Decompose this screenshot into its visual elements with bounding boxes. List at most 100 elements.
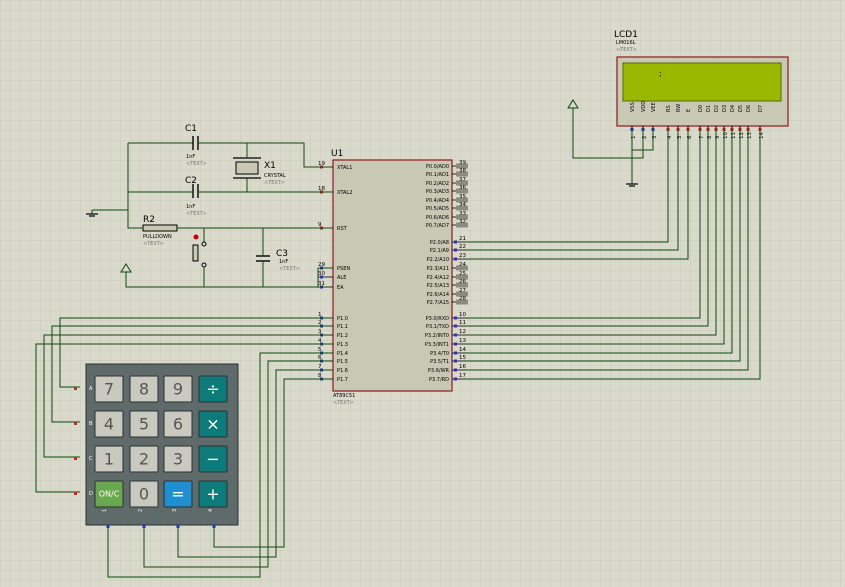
keypad-key-label: = <box>171 484 184 503</box>
r2-ref: R2 <box>143 215 155 225</box>
mcu-right-pin-number: 15 <box>459 355 466 361</box>
mcu-right-pin-number: 26 <box>459 279 466 285</box>
mcu-text: <TEXT> <box>333 400 354 406</box>
keypad-key[interactable] <box>129 375 159 403</box>
lcd-pin-number: 3 <box>652 135 658 139</box>
lcd-pin-label: RW <box>676 104 682 112</box>
mcu-right-pin-name: P2.3/A11 <box>427 266 449 272</box>
mcu-right-pin-name: P2.0/A8 <box>430 240 449 246</box>
c2-value: 1nF <box>186 204 195 210</box>
mcu-right-pin-name: P3.7/RD <box>429 377 449 383</box>
x1-crystal <box>235 161 259 175</box>
keypad-key[interactable] <box>129 445 159 473</box>
mcu-right-pin-name: P0.0/AD0 <box>426 164 449 170</box>
mcu-right-pin-name: P0.2/AD2 <box>426 181 449 187</box>
mcu-right-pin-stub <box>456 214 468 220</box>
c1-ref: C1 <box>185 124 197 134</box>
mcu-right-pin-name: P0.1/AD1 <box>426 172 449 178</box>
mcu-right-pin-marker <box>454 377 457 381</box>
mcu-left-pin-marker <box>320 275 323 279</box>
mcu-right-pin-name: P0.7/AD7 <box>426 223 449 229</box>
mcu-right-pin-name: P0.3/AD3 <box>426 189 449 195</box>
keypad-key[interactable] <box>163 410 193 438</box>
lcd-screen-char: ; <box>659 69 662 78</box>
keypad-key[interactable] <box>198 480 228 508</box>
mcu-right-pin-name: P0.5/AD5 <box>426 206 449 212</box>
lcd-pin-label: RS <box>666 105 672 112</box>
keypad-key[interactable] <box>129 480 159 508</box>
mcu-right-pin-marker <box>454 257 457 261</box>
lcd-pin-label: VEE <box>651 102 657 112</box>
mcu-left-pin-name: PSEN <box>337 266 350 272</box>
c3-ref: C3 <box>276 249 288 259</box>
lcd-pin-number: 14 <box>759 132 765 139</box>
lcd-pin-label: VDD <box>641 101 647 112</box>
mcu-right-pin-marker <box>454 333 457 337</box>
mcu-right-pin-number: 34 <box>459 202 466 208</box>
mcu-left-pin-number: 8 <box>318 373 322 379</box>
lcd-pin-number: 1 <box>631 136 637 140</box>
keypad-key[interactable] <box>94 480 124 508</box>
mcu-left-pin-name: P1.0 <box>337 316 348 322</box>
lcd-part: LM016L <box>616 40 636 46</box>
mcu-right-pin-number: 39 <box>459 160 466 166</box>
lcd-component[interactable]: LCD1 LM016L <TEXT> ; VSS1VDD2VEE3RS4RW5E… <box>614 30 789 140</box>
keypad-key-label: 3 <box>173 449 183 468</box>
c2-component[interactable]: C2 1nF <TEXT> <box>185 176 207 217</box>
keypad-key[interactable] <box>198 445 228 473</box>
mcu-left-pin-number: 29 <box>318 262 325 268</box>
keypad-key[interactable] <box>94 445 124 473</box>
keypad-key-label: 8 <box>139 379 149 398</box>
mcu-left-pin-number: 7 <box>318 364 322 370</box>
mcu-right-pin-number: 25 <box>459 271 466 277</box>
keypad-col-pin-marker <box>142 525 146 528</box>
lcd-screen <box>622 62 782 102</box>
mcu-right-pin-name: P3.3/INT1 <box>425 342 449 348</box>
mcu-right-pin-number: 35 <box>459 194 466 200</box>
mcu-component[interactable]: U1 AT89C51 <TEXT> 19XTAL118XTAL29RST29PS… <box>318 149 468 406</box>
mcu-right-pins: 39P0.0/AD038P0.1/AD137P0.2/AD236P0.3/AD3… <box>425 160 468 383</box>
mcu-right-pin-stub <box>456 265 468 271</box>
x1-part: CRYSTAL <box>264 173 286 179</box>
mcu-left-pin-name: P1.1 <box>337 324 348 330</box>
mcu-right-pin-stub <box>456 197 468 203</box>
x1-text: <TEXT> <box>264 180 285 186</box>
keypad-key[interactable] <box>129 410 159 438</box>
mcu-left-pin-name: P1.7 <box>337 377 348 383</box>
c3-value: 1nF <box>279 259 288 265</box>
c3-text: <TEXT> <box>279 266 300 272</box>
mcu-left-pin-number: 4 <box>318 338 322 344</box>
lcd-pin-label: D7 <box>758 105 764 112</box>
keypad-key[interactable] <box>163 445 193 473</box>
keypad-key[interactable] <box>94 410 124 438</box>
keypad-col-pin-marker <box>176 525 180 528</box>
keypad-key[interactable] <box>198 375 228 403</box>
keypad-key[interactable] <box>94 375 124 403</box>
mcu-right-pin-number: 13 <box>459 338 466 344</box>
mcu-right-pin-stub <box>456 291 468 297</box>
mcu-right-pin-stub <box>456 274 468 280</box>
keypad-key[interactable] <box>163 480 193 508</box>
keypad-key-label: − <box>206 449 219 468</box>
lcd-pin-label: VSS <box>630 102 636 112</box>
keypad-col-pin-marker <box>106 525 110 528</box>
lcd-pin-number: 8 <box>707 135 713 139</box>
keypad-key[interactable] <box>198 410 228 438</box>
keypad-key-label: ON/C <box>99 490 120 499</box>
lcd-pin-number: 11 <box>731 132 737 139</box>
mcu-right-pin-name: P2.4/A12 <box>427 275 449 281</box>
keypad-key[interactable] <box>163 375 193 403</box>
mcu-right-pin-number: 28 <box>459 296 466 302</box>
mcu-right-pin-name: P0.6/AD6 <box>426 215 449 221</box>
mcu-left-pin-name: EA <box>337 285 344 291</box>
mcu-left-pin-name: P1.2 <box>337 333 348 339</box>
mcu-left-pin-number: 19 <box>318 161 325 167</box>
reset-button-body <box>192 244 199 262</box>
lcd-ref: LCD1 <box>614 30 638 40</box>
lcd-pin-label: D0 <box>698 105 704 112</box>
keypad-row-pin-marker <box>74 457 77 460</box>
mcu-right-pin-name: P3.1/TXD <box>426 324 449 330</box>
